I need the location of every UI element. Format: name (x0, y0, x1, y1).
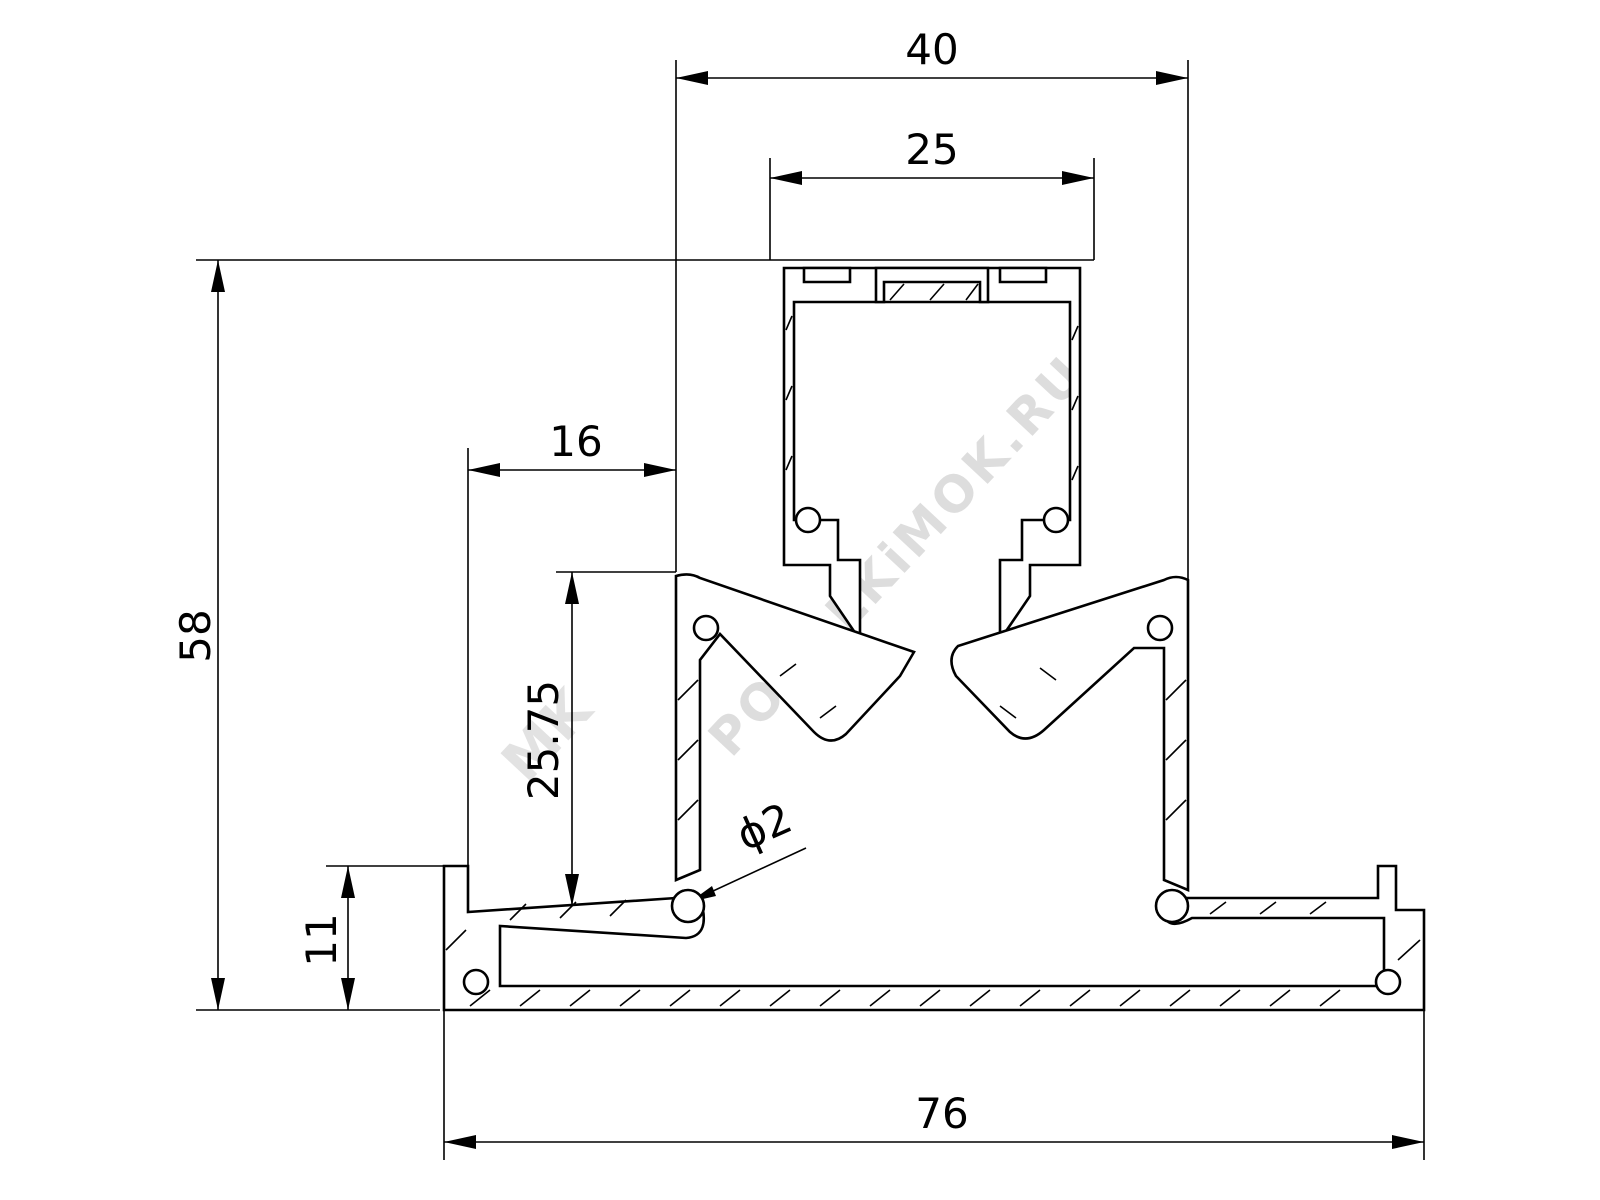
dimension-labels: 40 25 16 76 58 25.75 11 ϕ2 (171, 25, 969, 1138)
hole-upper-left (794, 506, 822, 534)
dim-total-width: 76 (915, 1089, 968, 1138)
top-slot-right (998, 266, 1048, 284)
base-plate (442, 864, 1426, 1012)
upper-channel (782, 266, 1082, 645)
hole-upper-right (1042, 506, 1070, 534)
top-inner-shelf (874, 266, 990, 304)
dim-hole-diameter: ϕ2 (729, 793, 799, 860)
hole-right-arm (1146, 614, 1174, 642)
hole-right-bottom (1374, 968, 1402, 996)
left-angled-arm (674, 573, 916, 882)
dim-offset-width: 16 (549, 417, 602, 466)
dimension-lines (211, 71, 1424, 1149)
section-hatching (445, 283, 1421, 1007)
profile-body (442, 266, 1426, 1012)
dim-total-height: 58 (171, 609, 220, 662)
hole-left-arm (692, 614, 720, 642)
extension-lines (196, 60, 1425, 1160)
dim-inner-width: 25 (905, 125, 958, 174)
top-slot-left (802, 266, 852, 284)
hole-left-base (670, 888, 706, 924)
right-angled-arm (950, 575, 1190, 892)
dim-base-height: 11 (297, 913, 346, 966)
hole-left-bottom (462, 968, 490, 996)
dim-top-width: 40 (905, 25, 958, 74)
dim-side-height: 25.75 (519, 680, 568, 800)
hole-right-base (1154, 888, 1190, 924)
holes (462, 506, 1402, 996)
